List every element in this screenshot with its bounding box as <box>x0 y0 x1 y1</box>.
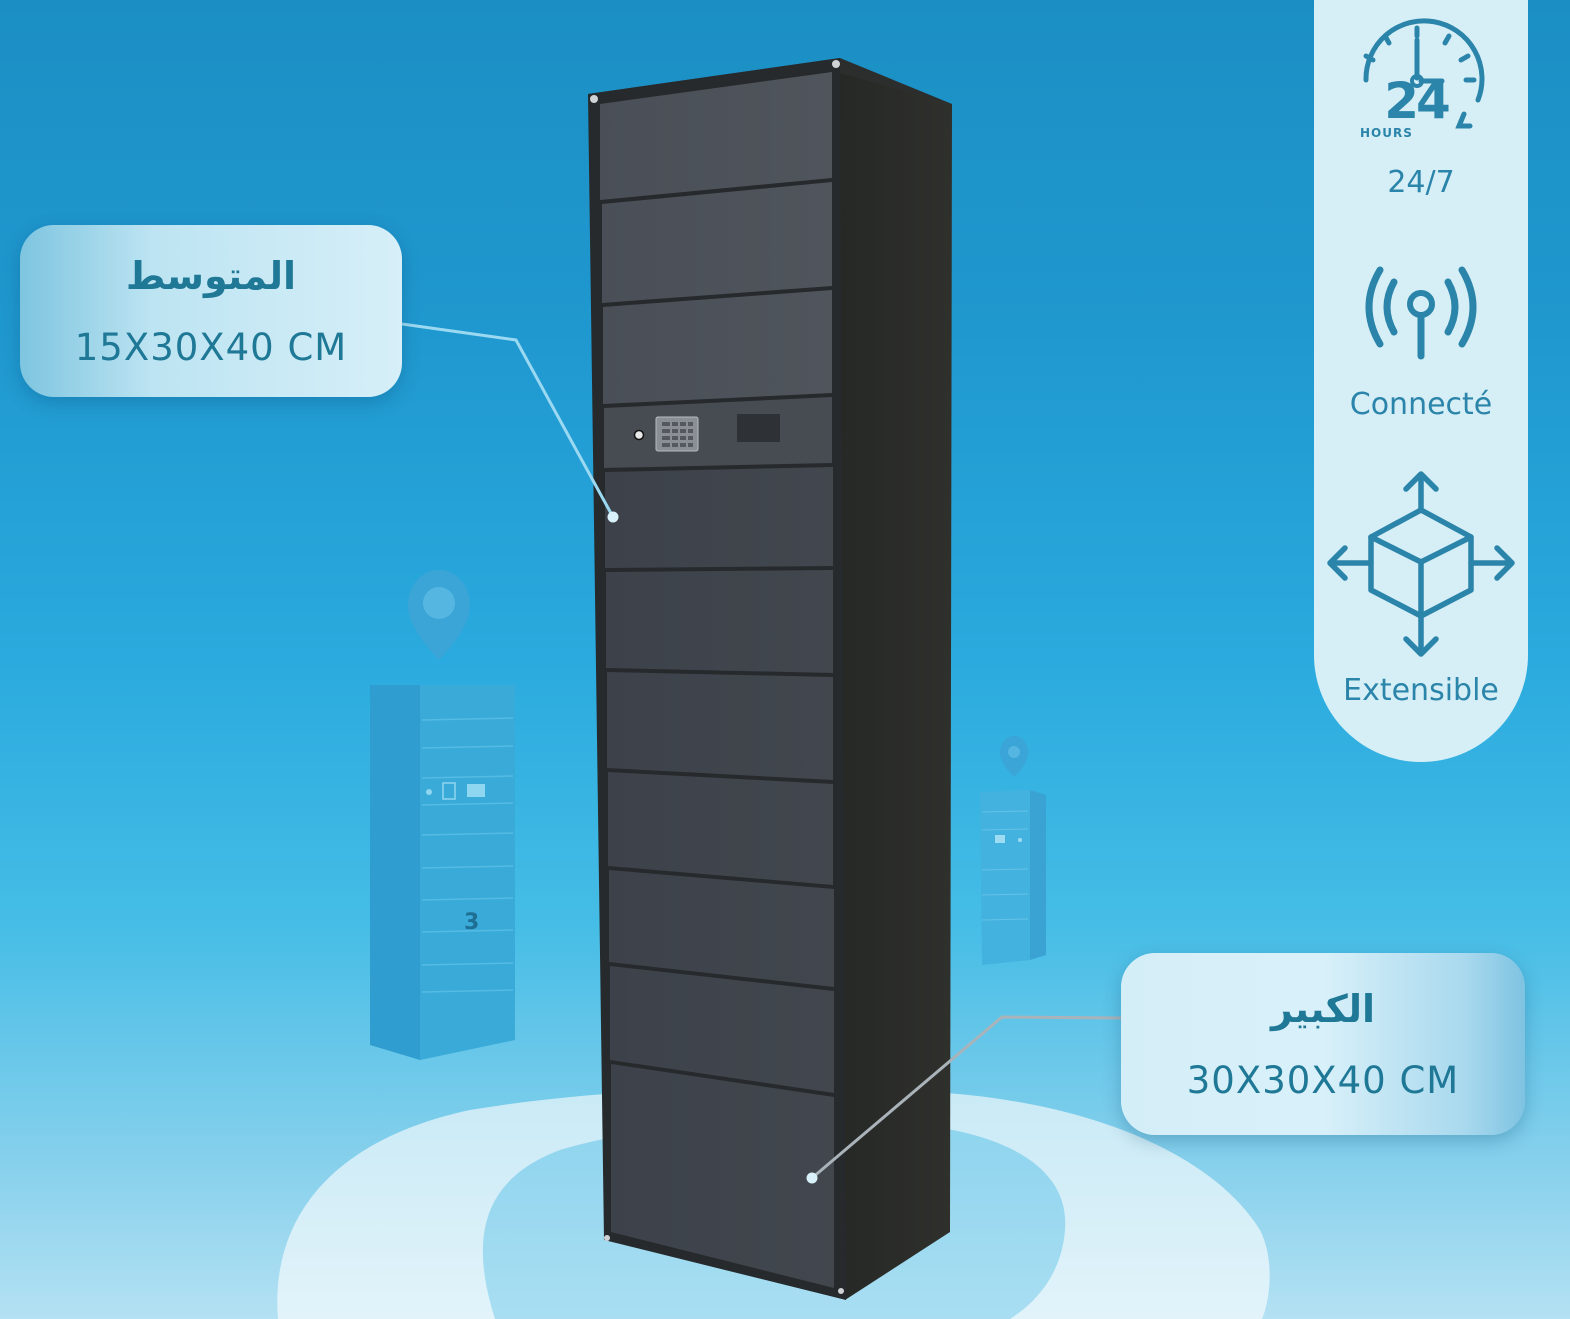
callout-large-dimensions: 30X30X40 CM <box>1186 1058 1460 1102</box>
callout-medium-dimensions: 15X30X40 CM <box>74 325 348 369</box>
feature-extensible: Extensible <box>1314 470 1528 706</box>
callout-large-title: الكبير <box>1270 986 1376 1031</box>
clock-hours-text: HOURS <box>1360 126 1413 140</box>
callout-medium-title: المتوسط <box>125 253 297 298</box>
background-locker-left: 3 <box>360 560 540 1080</box>
callout-medium-size: المتوسط 15X30X40 CM <box>20 225 402 397</box>
features-panel: 24 HOURS 24/7 Connecté <box>1314 0 1528 762</box>
feature-extensible-label: Extensible <box>1343 673 1499 708</box>
map-pin-icon <box>1000 736 1028 777</box>
clock-24-text: 24 <box>1384 72 1451 130</box>
feature-24-7: 24 HOURS 24/7 <box>1314 18 1528 198</box>
feature-connected: Connecté <box>1314 262 1528 420</box>
map-pin-icon <box>408 570 470 660</box>
locker-doors <box>600 72 834 1288</box>
keypad-panel <box>633 414 780 452</box>
wireless-signal-icon <box>1365 266 1477 360</box>
background-locker-right <box>960 720 1070 980</box>
leader-line-medium <box>401 322 615 518</box>
feature-connected-label: Connecté <box>1349 387 1493 422</box>
locker-door-number: 3 <box>464 910 480 935</box>
leader-line-large <box>811 1015 1122 1180</box>
callout-large-size: الكبير 30X30X40 CM <box>1121 953 1525 1135</box>
feature-24-7-label: 24/7 <box>1387 165 1455 200</box>
expand-box-icon <box>1327 471 1515 657</box>
clock-24-hours-icon: 24 HOURS <box>1356 18 1486 148</box>
